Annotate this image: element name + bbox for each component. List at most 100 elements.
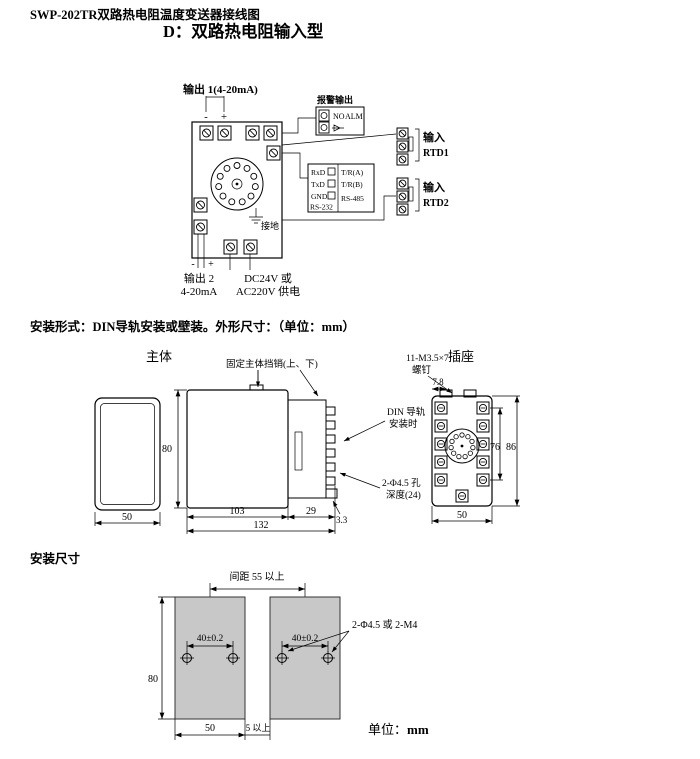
dim-76: 76 [490,407,503,481]
outline-diagram: 主体 插座 固定主体挡销(上、下) 11-M3.5×7 螺钉 50 [94,349,520,534]
socket-terminal [245,125,260,141]
rxd-label: RxD [311,168,326,177]
dim-80-install: 80 [148,596,175,720]
alarm-block [315,106,365,136]
side-socket [287,399,327,499]
din-label-1: DIN 导轨 [387,406,426,418]
output2-label-1: 输出 2 [184,271,214,285]
rtd1-input-label: 输入 [423,130,445,144]
rtd1-name-label: RTD1 [423,148,449,159]
socket-terminal [193,219,208,235]
svg-text:40±0.2: 40±0.2 [292,634,319,644]
socket-terminal [193,197,208,213]
dim-7-8: 7.8 [432,377,446,392]
socket-terminal [266,145,281,161]
dim-50-install: 50 [174,719,271,740]
rtd2-input-label: 输入 [423,180,445,194]
main-body-label: 主体 [146,349,172,364]
socket-terminal [199,125,214,141]
socket-terminal [243,239,258,255]
install-diagram: 间距 55 以上 40±0.2 40±0.2 [148,570,429,740]
ground-symbol [249,208,263,224]
alarm-contact-symbol [332,124,344,132]
dim-40-right: 40±0.2 [281,634,329,652]
stopper-pin [249,384,264,391]
unit-label: 单位：mm [368,722,429,737]
output2-label-2: 4-20mA [181,286,218,298]
polarity-minus-bottom: - [191,259,194,270]
socket-terminal [217,125,232,141]
socket-rear-view [431,389,493,507]
svg-text:132: 132 [254,520,269,531]
socket-body [191,121,283,259]
wire-rtd2 [282,195,396,221]
rs485-label: RS-485 [341,194,364,203]
serial-terminal [327,167,336,176]
output1-leader [205,96,225,112]
svg-text:间距 55 以上: 间距 55 以上 [230,570,285,583]
dim-gap: 5 以上 [245,723,271,736]
svg-text:5 以上: 5 以上 [246,723,271,733]
din-clip [325,488,338,499]
alarm-terminal [318,121,330,134]
rtd1-terminals [396,127,420,166]
svg-text:80: 80 [148,674,158,685]
rtd2-element-symbol [408,186,414,202]
rtd2-name-label: RTD2 [423,198,449,209]
side-view [186,384,338,509]
dim-40-left: 40±0.2 [186,634,234,652]
polarity-plus-top: + [221,111,227,123]
mounting-holes [180,651,335,665]
hole-spec-leader-1 [331,630,350,653]
svg-text:29: 29 [306,506,316,517]
svg-text:40±0.2: 40±0.2 [197,634,224,644]
tra-label: T/R(A) [341,168,364,177]
stopper-label: 固定主体挡销(上、下) [226,358,318,370]
svg-text:103: 103 [230,506,245,517]
dim-3-3: 3.3 [332,500,348,525]
polarity-plus-bottom: + [208,259,214,270]
dim-132: 132 [187,520,335,534]
hole-spec-leader-2 [287,630,350,652]
doc-title: SWP-202TR双路热电阻温度变送器接线图 [30,8,260,22]
ground-label: 接地 [261,220,279,231]
alarm-terminal [318,109,330,122]
alarm-alm-label: ALM [345,112,363,121]
polarity-minus-top: - [204,111,208,123]
rtd2-terminals [396,177,420,216]
gnd-label: GND [311,192,328,201]
wire-alarm [282,117,316,134]
mounting-note: 安装形式：DIN导轨安装或壁装。外形尺寸：（单位：mm） [30,320,355,334]
dim-80: 80 [162,389,187,509]
socket-terminal [263,125,278,141]
socket-terminal [223,239,238,255]
screw-label-2: 螺钉 [412,365,432,376]
power-label-2: AC220V 供电 [236,284,300,298]
svg-text:50: 50 [122,512,132,523]
hole-label-2: 深度(24) [386,489,421,501]
svg-text:3.3: 3.3 [336,515,348,525]
txd-label: TxD [311,180,325,189]
socket-view-label: 插座 [448,349,474,364]
svg-text:7.8: 7.8 [432,377,444,387]
serial-terminal [327,191,336,200]
svg-text:86: 86 [506,442,516,453]
wire-serial [282,152,308,179]
dim-50-socket: 50 [431,506,493,524]
alarm-no-label: NO [333,112,345,121]
wiring-diagram: 输出 1(4-20mA) - + [181,82,449,298]
alarm-title: 报警输出 [317,94,353,105]
dim-29: 29 [288,506,335,520]
rtd1-element-symbol [408,136,414,152]
rs232-label: RS-232 [310,203,333,212]
trb-label: T/R(B) [341,180,363,189]
hole-label-1: 2-Φ4.5 孔 [382,478,421,489]
svg-text:50: 50 [457,510,467,521]
front-view [94,397,161,511]
install-section-title: 安装尺寸 [30,552,81,566]
dim-50-front: 50 [94,512,161,526]
serial-block [307,163,375,213]
svg-text:50: 50 [205,723,215,734]
